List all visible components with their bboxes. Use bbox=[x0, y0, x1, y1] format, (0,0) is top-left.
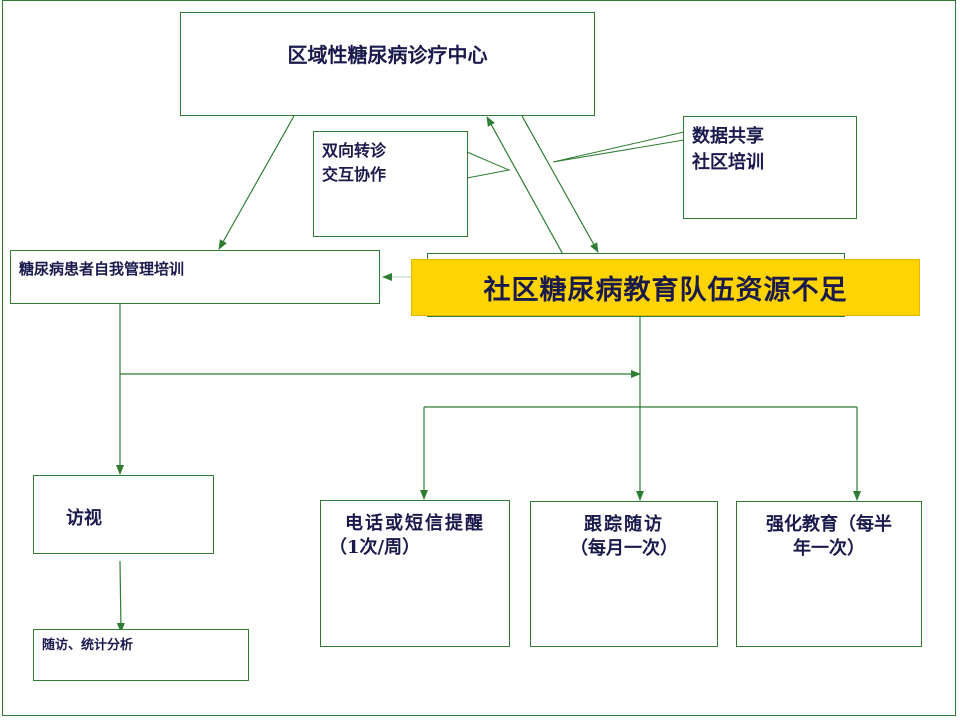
phone-reminder-box: 电话或短信提醒 （1次/周） bbox=[320, 500, 510, 647]
visit-label: 访视 bbox=[66, 508, 102, 529]
visit-box: 访视 bbox=[33, 475, 214, 554]
self-management-label: 糖尿病患者自我管理培训 bbox=[19, 260, 185, 278]
intensive-education-box: 强化教育（每半 年一次） bbox=[736, 501, 922, 647]
self-management-box: 糖尿病患者自我管理培训 bbox=[10, 250, 380, 304]
tracking-followup-box: 跟踪随访 （每月一次） bbox=[530, 501, 718, 647]
phone-reminder-line2: （1次/周） bbox=[329, 537, 421, 558]
followup-stats-box: 随访、统计分析 bbox=[33, 629, 249, 681]
callout-left: 双向转诊 交互协作 bbox=[313, 131, 468, 237]
tracking-followup-line1: 跟踪随访 bbox=[584, 514, 664, 535]
callout-left-line1: 双向转诊 bbox=[322, 141, 387, 160]
intensive-education-line2: 年一次） bbox=[793, 538, 865, 559]
callout-right-line1: 数据共享 bbox=[692, 126, 764, 147]
center-box: 区域性糖尿病诊疗中心 bbox=[180, 12, 595, 116]
followup-stats-label: 随访、统计分析 bbox=[42, 638, 134, 653]
intensive-education-line1: 强化教育（每半 bbox=[766, 514, 892, 535]
callout-right-line2: 社区培训 bbox=[692, 152, 764, 173]
center-title: 区域性糖尿病诊疗中心 bbox=[287, 43, 488, 67]
callout-left-line2: 交互协作 bbox=[322, 165, 387, 184]
phone-reminder-line1: 电话或短信提醒 bbox=[345, 513, 485, 534]
resource-shortage-banner: 社区糖尿病教育队伍资源不足 bbox=[412, 260, 919, 315]
tracking-followup-line2: （每月一次） bbox=[570, 538, 678, 559]
callout-right: 数据共享 社区培训 bbox=[683, 116, 857, 219]
